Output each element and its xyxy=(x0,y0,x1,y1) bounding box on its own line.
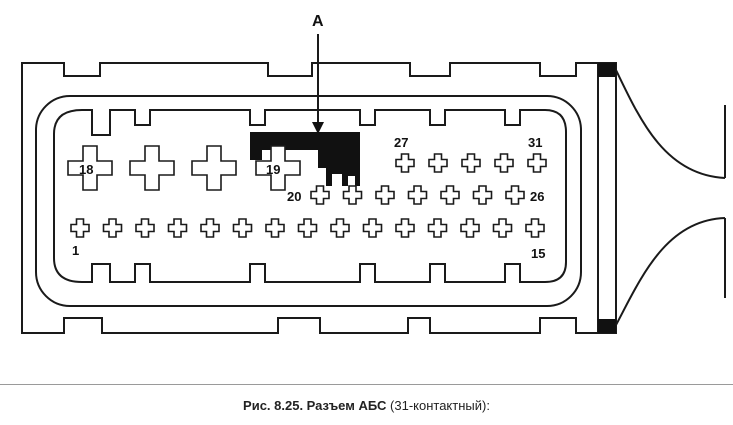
pin-label-18: 18 xyxy=(79,162,93,177)
pin-label-19: 19 xyxy=(266,162,280,177)
latch-bar-bottom-cap xyxy=(598,319,616,333)
latch-bar xyxy=(597,62,617,334)
pin-label-26: 26 xyxy=(530,189,544,204)
inner-band-outer xyxy=(35,95,582,307)
pin-cavity-row2-2 xyxy=(342,185,363,205)
pin-cavities xyxy=(67,145,547,238)
pin-label-31: 31 xyxy=(528,135,542,150)
pin-cavity-row3-1 xyxy=(395,153,415,173)
pin-cavity-row2-7 xyxy=(505,185,525,205)
connector-diagram: A 18 19 20 26 27 31 1 15 xyxy=(21,13,726,334)
pin-cavity-row1-14 xyxy=(492,218,513,238)
pin-cavity-row1-3 xyxy=(135,218,155,238)
pin-cavity-row3-3 xyxy=(461,153,481,173)
pin-cavity-row1-2 xyxy=(102,218,123,238)
pin-cavity-large-2 xyxy=(129,145,175,191)
pin-cavity-row3-4 xyxy=(494,153,514,173)
pin-cavity-row1-11 xyxy=(395,218,415,238)
cable-boot xyxy=(615,69,726,179)
separator-line xyxy=(0,384,733,385)
caption-title: Рис. 8.25. Разъем АБС xyxy=(243,398,387,413)
marked-region xyxy=(250,132,360,186)
cable-boot-lower xyxy=(615,217,726,326)
pin-cavity-row2-6 xyxy=(472,185,493,205)
latch-bar-top-cap xyxy=(598,63,616,77)
pin-cavity-row2-1 xyxy=(310,185,330,205)
pin-label-1: 1 xyxy=(72,243,79,258)
inner-cavity xyxy=(53,109,567,283)
pin-label-20: 20 xyxy=(287,189,301,204)
pin-label-27: 27 xyxy=(394,135,408,150)
figure-caption: Рис. 8.25. Разъем АБС (31-контактный): xyxy=(0,398,733,413)
pin-cavity-row1-10 xyxy=(362,218,383,238)
pin-cavity-row1-9 xyxy=(330,218,350,238)
pin-cavity-row1-8 xyxy=(297,218,318,238)
pin-label-15: 15 xyxy=(531,246,545,261)
caption-subtitle: (31-контактный): xyxy=(386,398,490,413)
pin-cavity-row1-1 xyxy=(70,218,90,238)
marker-label-a: A xyxy=(312,13,324,30)
pin-cavity-large-3 xyxy=(191,145,237,191)
pin-cavity-large-4 xyxy=(255,145,301,191)
marker-arrow-head xyxy=(312,122,324,134)
pin-cavity-row1-13 xyxy=(460,218,480,238)
pin-cavity-large-1 xyxy=(67,145,113,191)
pin-cavity-row2-3 xyxy=(375,185,395,205)
pin-cavity-row1-6 xyxy=(232,218,253,238)
pin-cavity-row3-2 xyxy=(428,153,448,173)
pin-cavity-row2-4 xyxy=(407,185,428,205)
pin-cavity-row2-5 xyxy=(440,185,460,205)
pin-cavity-row1-7 xyxy=(265,218,285,238)
pin-cavity-row1-12 xyxy=(427,218,448,238)
pin-cavity-row1-15 xyxy=(525,218,545,238)
pin-cavity-row3-5 xyxy=(527,153,547,173)
pin-cavity-row1-4 xyxy=(167,218,188,238)
pin-cavity-row1-5 xyxy=(200,218,220,238)
